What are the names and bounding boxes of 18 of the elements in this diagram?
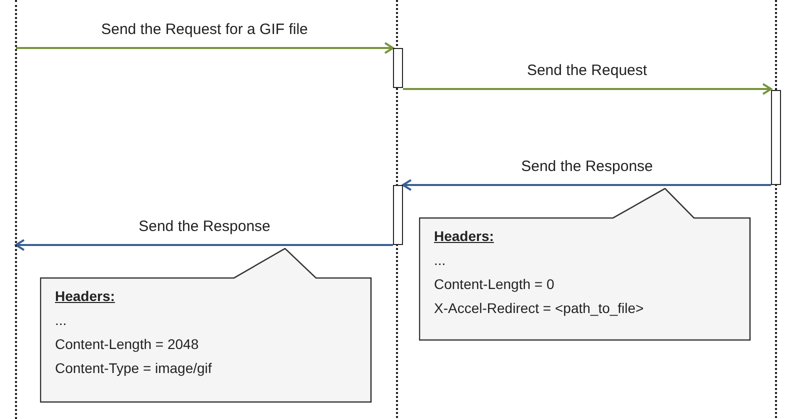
header-line: ... bbox=[434, 252, 446, 268]
activation-box bbox=[771, 90, 781, 185]
activation-box bbox=[393, 185, 403, 245]
header-line: X-Accel-Redirect = <path_to_file> bbox=[434, 300, 644, 316]
message-arrow bbox=[403, 83, 772, 95]
message-arrow bbox=[402, 179, 771, 191]
callout-box bbox=[40, 248, 372, 403]
header-title: Headers: bbox=[55, 288, 115, 304]
callout-box bbox=[419, 188, 751, 341]
header-line: Content-Length = 0 bbox=[434, 276, 554, 292]
lifeline bbox=[15, 0, 17, 419]
message-arrow bbox=[15, 239, 393, 251]
message-arrow bbox=[16, 42, 394, 54]
header-line: ... bbox=[55, 312, 67, 328]
activation-box bbox=[393, 48, 403, 88]
header-line: Content-Length = 2048 bbox=[55, 336, 199, 352]
header-line: Content-Type = image/gif bbox=[55, 360, 212, 376]
header-title: Headers: bbox=[434, 228, 494, 244]
